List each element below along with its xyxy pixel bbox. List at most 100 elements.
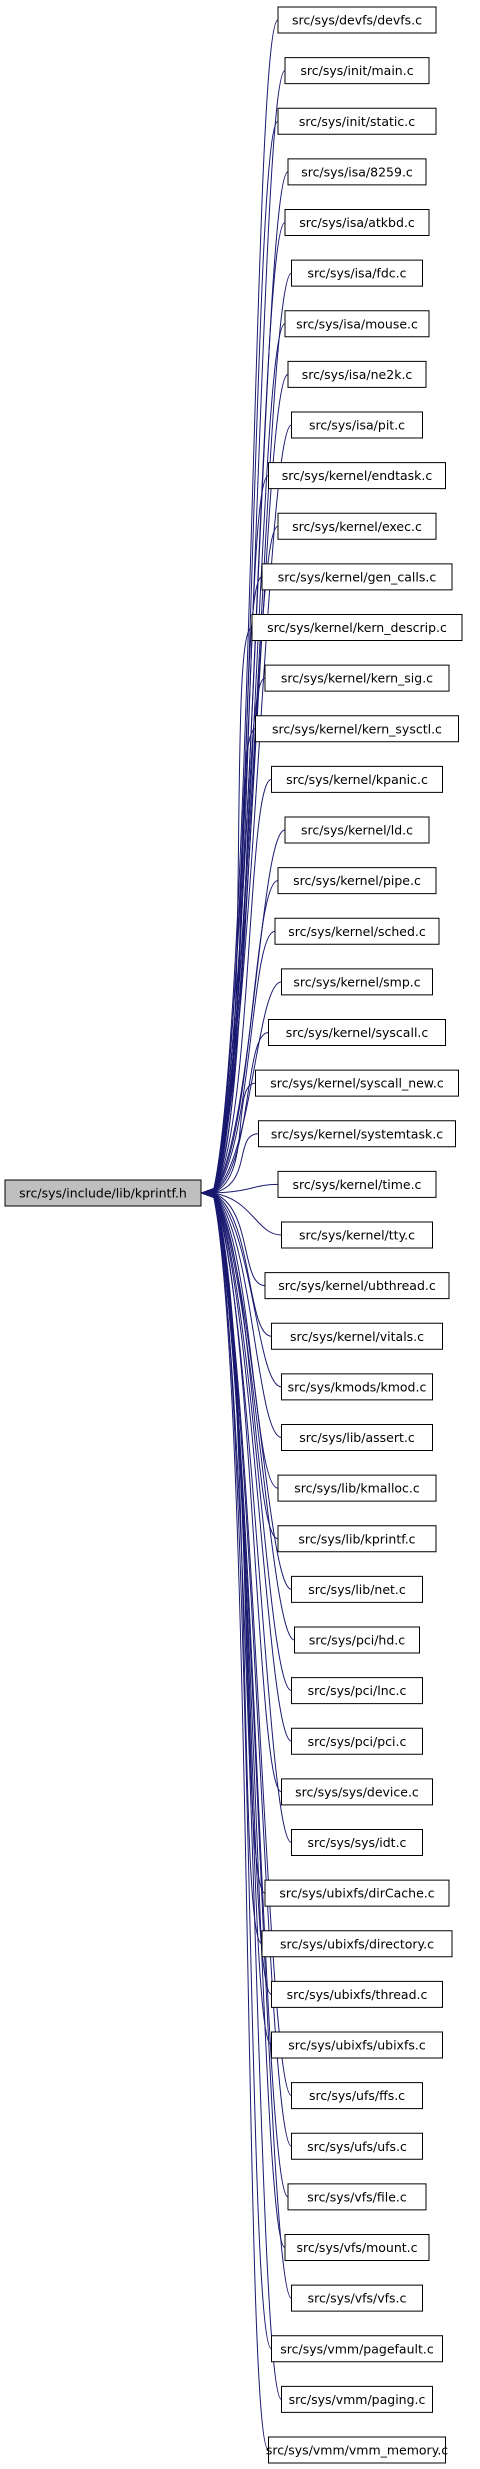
file-node-label: src/sys/kernel/kern_descrip.c xyxy=(267,620,447,635)
file-node-box xyxy=(281,1424,433,1451)
file-node-box xyxy=(291,1829,423,1856)
file-node-isa-8259[interactable]: src/sys/isa/8259.c xyxy=(287,158,427,186)
file-node-sys-device[interactable]: src/sys/sys/device.c xyxy=(281,1778,433,1806)
file-node-box xyxy=(281,968,433,996)
file-node-kernel-kpanic[interactable]: src/sys/kernel/kpanic.c xyxy=(271,765,443,793)
file-node-isa-fdc[interactable]: src/sys/isa/fdc.c xyxy=(291,259,423,287)
file-node-kernel-exec[interactable]: src/sys/kernel/exec.c xyxy=(277,512,437,540)
file-node-label: src/sys/kernel/ld.c xyxy=(301,823,413,838)
dependency-edge-kernel-tty xyxy=(212,1192,282,1236)
file-node-label: src/sys/kernel/vitals.c xyxy=(290,1329,424,1344)
file-node-kernel-time[interactable]: src/sys/kernel/time.c xyxy=(277,1170,437,1198)
file-node-box xyxy=(274,917,440,945)
file-node-ubixfs-dircache[interactable]: src/sys/ubixfs/dirCache.c xyxy=(264,1879,450,1907)
edges xyxy=(200,19,295,2451)
file-node-kernel-smp[interactable]: src/sys/kernel/smp.c xyxy=(281,968,433,996)
file-node-isa-pit[interactable]: src/sys/isa/pit.c xyxy=(291,411,423,439)
file-node-init-static[interactable]: src/sys/init/static.c xyxy=(277,107,437,135)
file-node-label: src/sys/ufs/ffs.c xyxy=(309,2088,405,2103)
file-node-label: src/sys/lib/net.c xyxy=(308,1582,406,1597)
file-node-box xyxy=(277,512,437,540)
file-node-box xyxy=(287,158,427,186)
file-node-box xyxy=(291,1727,423,1755)
file-node-devfs-devfs[interactable]: src/sys/devfs/devfs.c xyxy=(277,6,437,34)
file-node-pci-hd[interactable]: src/sys/pci/hd.c xyxy=(294,1626,420,1654)
file-node-box xyxy=(277,1525,437,1553)
file-node-isa-mouse[interactable]: src/sys/isa/mouse.c xyxy=(284,310,430,338)
file-node-pci-lnc[interactable]: src/sys/pci/lnc.c xyxy=(291,1677,423,1705)
file-node-box xyxy=(281,1373,433,1401)
dependency-edge-kernel-syscall xyxy=(212,1032,269,1194)
file-node-isa-ne2k[interactable]: src/sys/isa/ne2k.c xyxy=(287,360,427,388)
file-node-label: src/sys/lib/assert.c xyxy=(299,1430,415,1445)
file-node-pci-pci[interactable]: src/sys/pci/pci.c xyxy=(291,1727,423,1755)
file-node-kernel-kern-sysctl[interactable]: src/sys/kernel/kern_sysctl.c xyxy=(255,715,459,743)
file-node-ubixfs-ubixfs[interactable]: src/sys/ubixfs/ubixfs.c xyxy=(271,2031,443,2059)
file-node-kernel-kern-descrip[interactable]: src/sys/kernel/kern_descrip.c xyxy=(251,614,463,641)
file-node-kernel-ld[interactable]: src/sys/kernel/ld.c xyxy=(284,816,430,844)
file-node-box xyxy=(287,2183,427,2211)
file-node-label: src/sys/kernel/kern_sig.c xyxy=(281,671,433,686)
file-node-lib-assert[interactable]: src/sys/lib/assert.c xyxy=(281,1424,433,1451)
file-node-box xyxy=(281,2385,433,2413)
file-node-box xyxy=(271,2335,443,2363)
file-node-init-main[interactable]: src/sys/init/main.c xyxy=(284,57,430,85)
file-node-label: src/sys/sys/device.c xyxy=(295,1784,419,1799)
file-node-kernel-syscall[interactable]: src/sys/kernel/syscall.c xyxy=(268,1019,446,1046)
file-node-kernel-pipe[interactable]: src/sys/kernel/pipe.c xyxy=(277,867,437,895)
file-node-box xyxy=(291,2132,423,2160)
file-node-ufs-ufs[interactable]: src/sys/ufs/ufs.c xyxy=(291,2132,423,2160)
file-node-label: src/sys/isa/pit.c xyxy=(309,418,405,433)
file-node-label: src/sys/vfs/file.c xyxy=(307,2189,407,2204)
file-node-vfs-file[interactable]: src/sys/vfs/file.c xyxy=(287,2183,427,2211)
file-node-kernel-syscall-new[interactable]: src/sys/kernel/syscall_new.c xyxy=(255,1069,459,1097)
file-node-vmm-pagefault[interactable]: src/sys/vmm/pagefault.c xyxy=(271,2335,443,2363)
dependency-edge-pci-pci xyxy=(212,1192,292,1742)
file-node-kernel-kern-sig[interactable]: src/sys/kernel/kern_sig.c xyxy=(264,664,450,692)
dependency-edge-kernel-endtask xyxy=(212,475,269,1194)
file-node-label: src/sys/pci/pci.c xyxy=(308,1734,407,1749)
file-node-kernel-ubthread[interactable]: src/sys/kernel/ubthread.c xyxy=(264,1272,450,1300)
file-node-kernel-tty[interactable]: src/sys/kernel/tty.c xyxy=(281,1221,433,1249)
file-node-label: src/sys/kernel/systemtask.c xyxy=(271,1126,443,1141)
file-node-sys-idt[interactable]: src/sys/sys/idt.c xyxy=(291,1829,423,1856)
file-node-box xyxy=(271,1980,443,2008)
file-node-label: src/sys/isa/atkbd.c xyxy=(299,215,415,230)
file-node-box xyxy=(258,1120,456,1148)
file-node-kmods-kmod[interactable]: src/sys/kmods/kmod.c xyxy=(281,1373,433,1401)
file-node-lib-kmalloc[interactable]: src/sys/lib/kmalloc.c xyxy=(277,1474,437,1502)
dependency-edge-devfs-devfs xyxy=(212,19,279,1194)
file-node-kernel-gen-calls[interactable]: src/sys/kernel/gen_calls.c xyxy=(261,563,453,591)
file-node-kernel-endtask[interactable]: src/sys/kernel/endtask.c xyxy=(268,462,446,490)
file-node-vmm-paging[interactable]: src/sys/vmm/paging.c xyxy=(281,2385,433,2413)
file-node-label: src/sys/isa/fdc.c xyxy=(307,266,406,281)
file-node-vmm-vmm-memory[interactable]: src/sys/vmm/vmm_memory.c xyxy=(266,2436,448,2464)
file-node-vfs-vfs[interactable]: src/sys/vfs/vfs.c xyxy=(291,2284,423,2312)
dependency-edge-isa-atkbd xyxy=(212,222,286,1194)
file-node-lib-net[interactable]: src/sys/lib/net.c xyxy=(291,1575,423,1603)
file-node-kernel-sched[interactable]: src/sys/kernel/sched.c xyxy=(274,917,440,945)
file-node-lib-kprintf[interactable]: src/sys/lib/kprintf.c xyxy=(277,1525,437,1553)
file-node-label: src/sys/kernel/kpanic.c xyxy=(286,772,428,787)
file-node-label: src/sys/isa/mouse.c xyxy=(296,316,418,331)
dependency-edge-kernel-kpanic xyxy=(212,778,272,1194)
dependency-edge-kernel-kern-descrip xyxy=(212,627,253,1194)
file-node-ubixfs-directory[interactable]: src/sys/ubixfs/directory.c xyxy=(261,1930,453,1958)
file-node-label: src/sys/kernel/endtask.c xyxy=(282,468,433,483)
file-node-ubixfs-thread[interactable]: src/sys/ubixfs/thread.c xyxy=(271,1980,443,2008)
dependency-edge-vfs-file xyxy=(212,1192,289,2198)
file-node-kernel-vitals[interactable]: src/sys/kernel/vitals.c xyxy=(271,1322,443,1350)
file-node-vfs-mount[interactable]: src/sys/vfs/mount.c xyxy=(284,2234,430,2261)
file-node-ufs-ffs[interactable]: src/sys/ufs/ffs.c xyxy=(291,2082,423,2110)
file-node-kernel-systemtask[interactable]: src/sys/kernel/systemtask.c xyxy=(258,1120,456,1148)
file-node-box xyxy=(264,664,450,692)
root-node[interactable]: src/sys/include/lib/kprintf.h xyxy=(4,1179,202,1207)
file-node-box xyxy=(284,310,430,338)
file-node-label: src/sys/pci/lnc.c xyxy=(308,1683,407,1698)
dependency-edge-kernel-time xyxy=(212,1183,279,1194)
dependency-edge-init-static xyxy=(212,120,279,1194)
file-node-box xyxy=(264,1879,450,1907)
file-node-label: src/sys/kernel/exec.c xyxy=(292,519,422,534)
file-node-box xyxy=(281,1221,433,1249)
file-node-isa-atkbd[interactable]: src/sys/isa/atkbd.c xyxy=(284,209,430,236)
